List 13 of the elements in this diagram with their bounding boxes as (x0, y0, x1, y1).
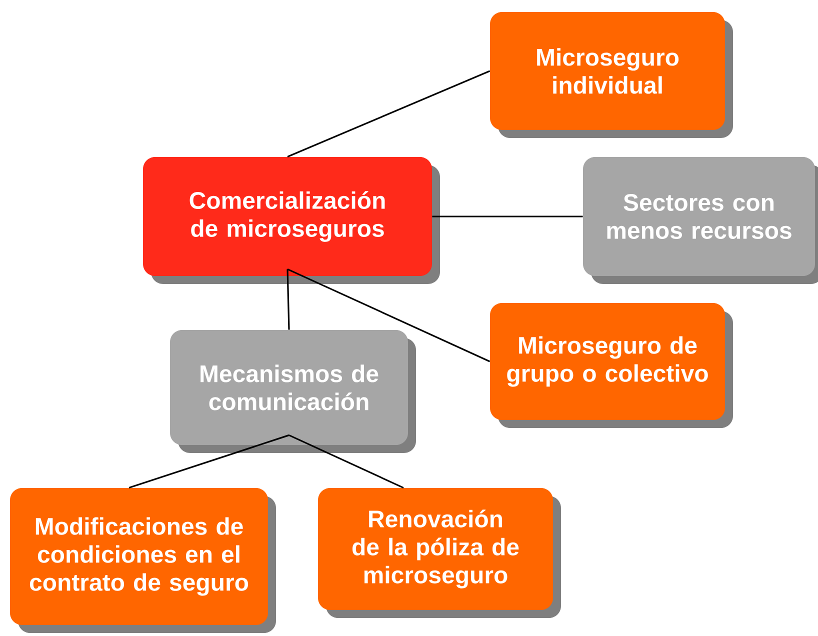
main-topic-box: Comercialización de microseguros (143, 157, 440, 284)
topic-box: Renovación de la póliza de microseguro (318, 488, 561, 618)
connector-line (287, 268, 490, 362)
topic-box: Sectores con menos recursos (583, 157, 818, 284)
connector-line (286, 269, 290, 330)
topic-box: Mecanismos de comunicación (170, 330, 416, 453)
topic-box: Microseguro individual (490, 12, 733, 138)
connector-line (128, 434, 290, 489)
topic-box: Microseguro de grupo o colectivo (490, 303, 733, 428)
connector-line (288, 434, 404, 489)
connector-line (287, 70, 490, 158)
topic-box: Modificaciones de condiciones en el contrato de seguro (10, 488, 276, 633)
connector-line (432, 216, 583, 218)
